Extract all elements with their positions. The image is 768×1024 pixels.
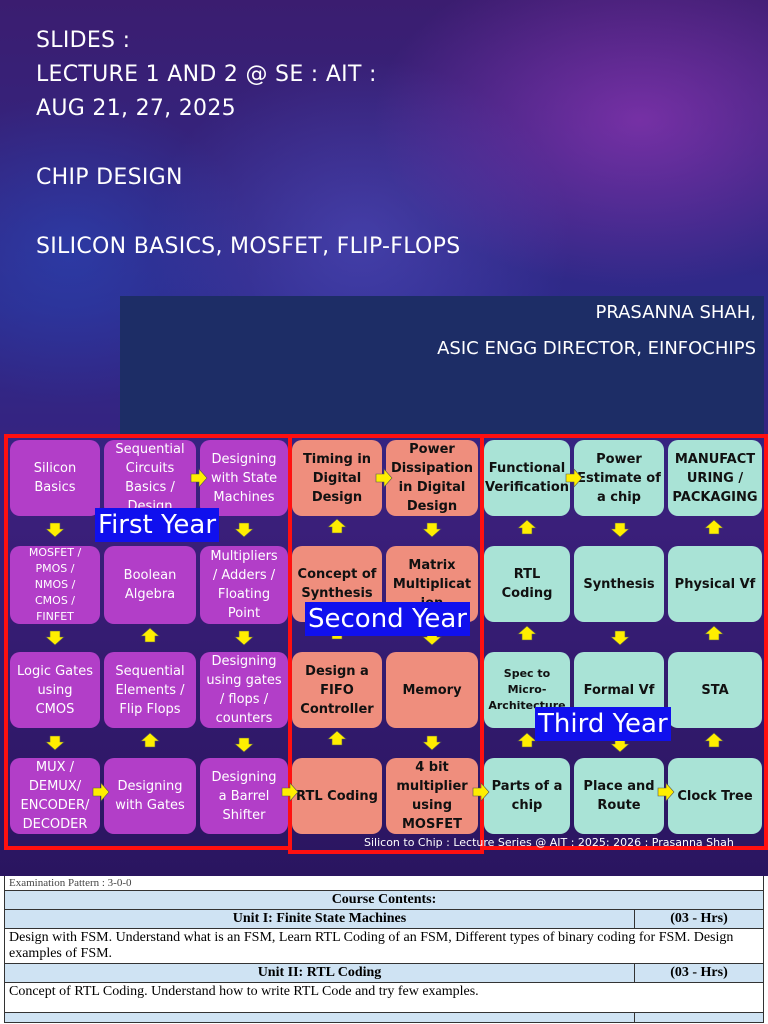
- box-multipliers: Multipliers / Adders / Floating Point: [200, 546, 288, 624]
- cut-off-row: Examination Pattern : 3-0-0: [4, 876, 764, 891]
- title-line-date: AUG 21, 27, 2025: [36, 96, 236, 121]
- box-designing-using-gates: Designing using gates / flops / counters: [200, 652, 288, 728]
- flow-arrows: [45, 468, 724, 802]
- box-4bit-multiplier: 4 bit multiplier using MOSFET: [386, 758, 478, 834]
- box-fifo-controller: Design a FIFO Controller: [292, 652, 382, 728]
- title-line-chip-design: CHIP DESIGN: [36, 165, 183, 190]
- unit-2-hours: (03 - Hrs): [634, 963, 764, 983]
- arrow-up-icon: [327, 518, 347, 534]
- box-place-and-route: Place and Route: [574, 758, 664, 834]
- footer-note: Silicon to Chip : Lecture Series @ AIT :…: [364, 836, 734, 849]
- box-synthesis: Synthesis: [574, 546, 664, 622]
- arrow-down-icon: [234, 737, 254, 753]
- box-boolean-algebra: Boolean Algebra: [104, 546, 196, 624]
- box-logic-gates: Logic Gates using CMOS: [10, 652, 100, 728]
- box-physical-vf: Physical Vf: [668, 546, 762, 622]
- arrow-down-icon: [422, 522, 442, 538]
- unit-1-title: Unit I: Finite State Machines: [4, 909, 635, 929]
- author-name: PRASANNA SHAH,: [595, 302, 756, 323]
- unit-1-hours: (03 - Hrs): [634, 909, 764, 929]
- arrow-right-icon: [281, 782, 299, 802]
- box-silicon-basics: Silicon Basics: [10, 440, 100, 516]
- arrow-down-icon: [45, 630, 65, 646]
- box-memory: Memory: [386, 652, 478, 728]
- title-line-topics: SILICON BASICS, MOSFET, FLIP-FLOPS: [36, 234, 461, 259]
- slide: SLIDES : LECTURE 1 AND 2 @ SE : AIT : AU…: [0, 0, 768, 876]
- box-barrel-shifter: Designing a Barrel Shifter: [200, 758, 288, 834]
- arrow-down-icon: [422, 735, 442, 751]
- arrow-down-icon: [234, 630, 254, 646]
- arrow-right-icon: [472, 782, 490, 802]
- title-line-slides: SLIDES :: [36, 28, 131, 53]
- arrow-down-icon: [45, 522, 65, 538]
- box-state-machines: Designing with State Machines: [200, 440, 288, 516]
- unit-1-text: Design with FSM. Understand what is an F…: [4, 928, 764, 964]
- box-rtl-coding-2: RTL Coding: [292, 758, 382, 834]
- box-mux-demux: MUX / DEMUX/ ENCODER/ DECODER: [10, 758, 100, 834]
- arrow-up-icon: [704, 625, 724, 641]
- arrow-down-icon: [610, 630, 630, 646]
- box-functional-verification: Functional Verification: [484, 440, 570, 516]
- box-sequential-elements: Sequential Elements / Flip Flops: [104, 652, 196, 728]
- box-timing: Timing in Digital Design: [292, 440, 382, 516]
- box-sequential-circuits: Sequential Circuits Basics / Design: [104, 440, 196, 516]
- box-manufacturing: MANUFACT URING / PACKAGING: [668, 440, 762, 516]
- box-power-estimate: Power Estimate of a chip: [574, 440, 664, 516]
- arrow-up-icon: [140, 732, 160, 748]
- arrow-right-icon: [657, 782, 675, 802]
- unit-2-text: Concept of RTL Coding. Understand how to…: [4, 982, 764, 1013]
- arrow-up-icon: [517, 519, 537, 535]
- label-third-year: Third Year: [535, 707, 671, 741]
- box-rtl-coding-3: RTL Coding: [484, 546, 570, 622]
- arrow-down-icon: [234, 522, 254, 538]
- arrow-right-icon: [190, 468, 208, 488]
- author-role: ASIC ENGG DIRECTOR, EINFOCHIPS: [437, 338, 756, 359]
- label-first-year: First Year: [95, 508, 220, 542]
- arrow-down-icon: [45, 735, 65, 751]
- box-mosfet: MOSFET / PMOS / NMOS / CMOS / FINFET: [10, 546, 100, 624]
- arrow-up-icon: [140, 627, 160, 643]
- box-sta: STA: [668, 652, 762, 728]
- arrow-up-icon: [704, 519, 724, 535]
- arrow-down-icon: [610, 522, 630, 538]
- arrow-right-icon: [92, 782, 110, 802]
- author-box: PRASANNA SHAH, ASIC ENGG DIRECTOR, EINFO…: [120, 296, 764, 436]
- arrow-right-icon: [565, 468, 583, 488]
- arrow-up-icon: [704, 732, 724, 748]
- box-clock-tree: Clock Tree: [668, 758, 762, 834]
- box-designing-with-gates: Designing with Gates: [104, 758, 196, 834]
- third-year-frame: [480, 434, 768, 850]
- box-power-dissipation: Power Dissipation in Digital Design: [386, 440, 478, 516]
- arrow-right-icon: [375, 468, 393, 488]
- course-contents-header: Course Contents:: [4, 890, 764, 910]
- arrow-up-icon: [517, 732, 537, 748]
- label-second-year: Second Year: [305, 602, 470, 636]
- unit-2-title: Unit II: RTL Coding: [4, 963, 635, 983]
- course-contents-table: Examination Pattern : 3-0-0 Course Conte…: [0, 876, 768, 1024]
- title-line-lecture: LECTURE 1 AND 2 @ SE : AIT :: [36, 62, 377, 87]
- arrow-up-icon: [327, 730, 347, 746]
- box-parts-of-chip: Parts of a chip: [484, 758, 570, 834]
- arrow-up-icon: [517, 625, 537, 641]
